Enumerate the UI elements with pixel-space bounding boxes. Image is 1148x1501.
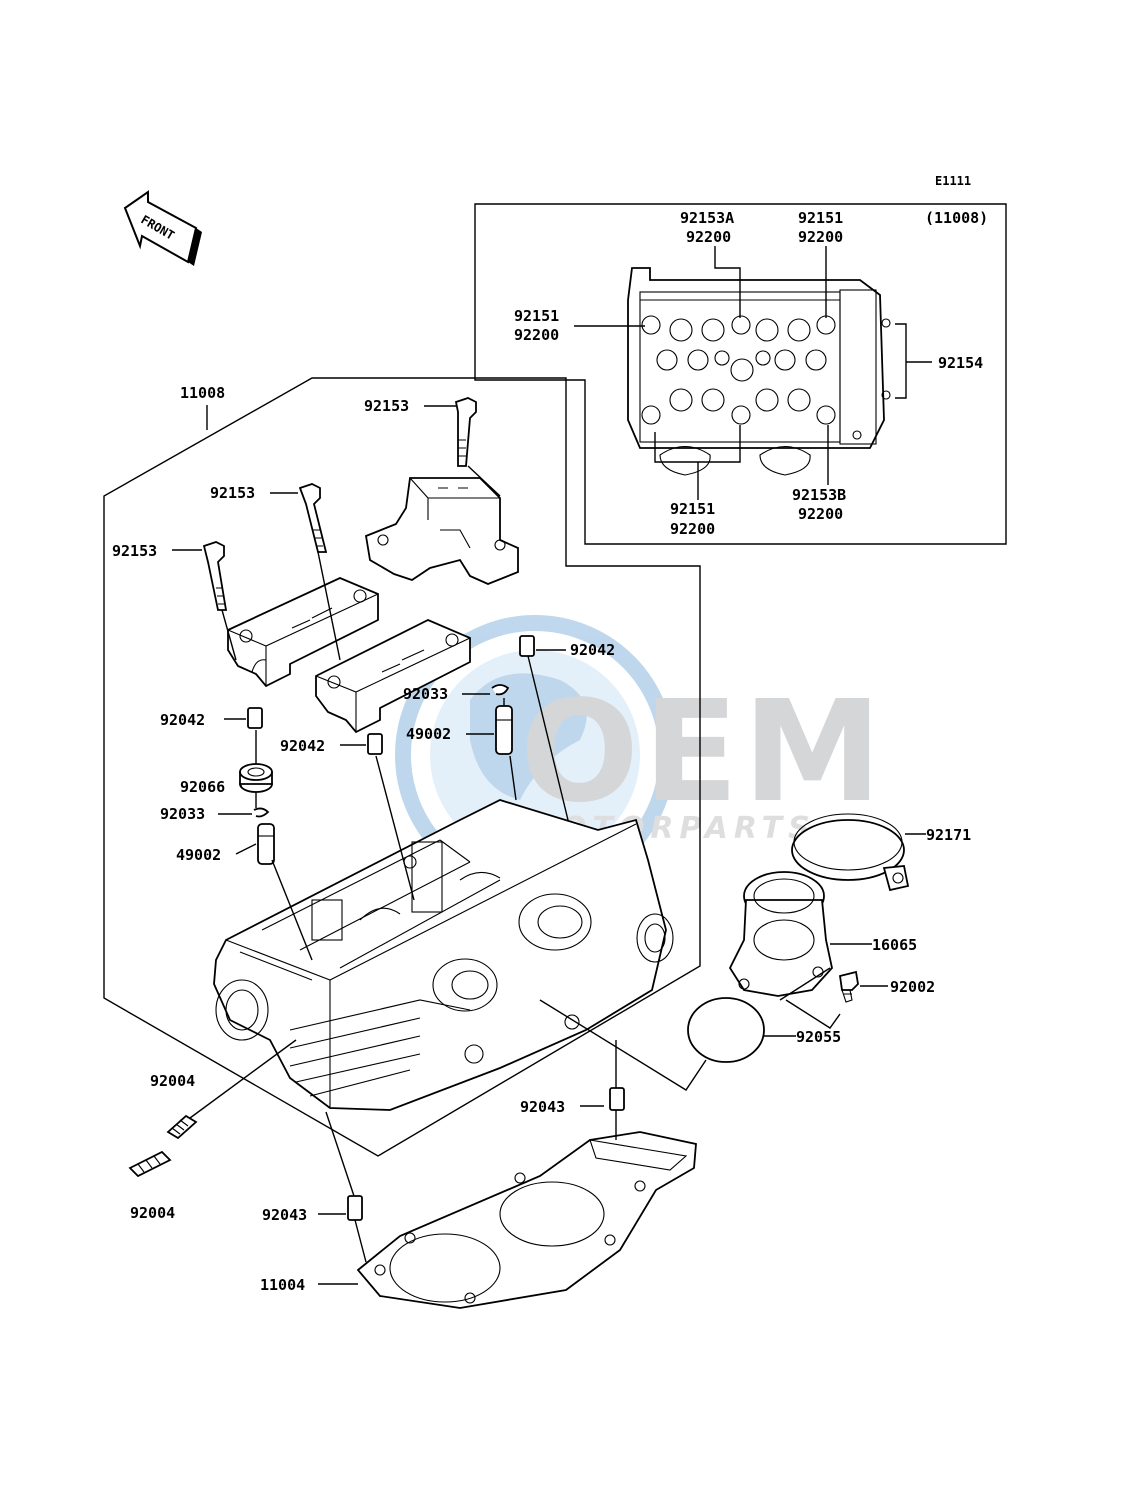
inset-title: (11008): [925, 209, 988, 227]
screw-92002: [838, 970, 859, 1003]
clip-92033-left: [253, 807, 270, 818]
dowel-92042-mid: [367, 733, 383, 755]
inset-label-92153b: 92153B: [792, 486, 846, 504]
inset-label-92200-e: 92200: [798, 505, 843, 523]
inset-label-92151-b: 92151: [514, 307, 559, 325]
chain-guide-49002-right: [495, 705, 513, 755]
inset-leaders: [574, 246, 932, 500]
label-92055: 92055: [796, 1028, 841, 1046]
bolt-92153-left: [202, 541, 228, 611]
plug-92066: [239, 763, 273, 793]
label-92033-right: 92033: [403, 685, 448, 703]
camshaft-cap-left: [227, 577, 379, 688]
cylinder-head-gasket: [356, 1131, 697, 1309]
inset-label-92200-a: 92200: [686, 228, 731, 246]
watermark-brand: OEM: [520, 671, 886, 834]
cylinder-head: [213, 799, 674, 1111]
bolt-92153-top: [454, 397, 477, 467]
leader-lines: [172, 405, 926, 1285]
label-92153-left: 92153: [112, 542, 157, 560]
watermark: OEM MOTORPARTS: [395, 615, 886, 895]
oring-92055: [687, 997, 765, 1063]
label-92002: 92002: [890, 978, 935, 996]
stud-92004-upper: [166, 1039, 297, 1140]
pin-92043-left: [347, 1195, 363, 1221]
label-92042-mid: 92042: [280, 737, 325, 755]
clamp-92171: [791, 813, 910, 892]
front-direction-icon: FRONT: [123, 190, 202, 266]
label-92066: 92066: [180, 778, 225, 796]
clip-92033-right: [491, 684, 510, 696]
camshaft-holder-upper: [364, 477, 519, 585]
label-92042-right: 92042: [570, 641, 615, 659]
part-labels: 92153 92153 92153 92042 92033 49002 9204…: [112, 397, 971, 1294]
label-49002-left: 49002: [176, 846, 221, 864]
label-49002-right: 49002: [406, 725, 451, 743]
label-92004-upper: 92004: [150, 1072, 195, 1090]
label-92043-left: 92043: [262, 1206, 307, 1224]
inset-label-92200-b: 92200: [798, 228, 843, 246]
inset-label-92151-c: 92151: [670, 500, 715, 518]
label-11004: 11004: [260, 1276, 305, 1294]
pin-92043-right: [609, 1087, 625, 1111]
stud-92004-lower: [128, 1150, 172, 1178]
label-16065: 16065: [872, 936, 917, 954]
dowel-92042-left: [247, 707, 263, 729]
inset-panel: (11008) 92153A 92200 92151 92200 92151 9…: [474, 203, 1007, 545]
label-92153-top: 92153: [364, 397, 409, 415]
throttle-body-holder-16065: [728, 871, 833, 997]
label-92043-right: 92043: [520, 1098, 565, 1116]
inset-label-92200-c: 92200: [514, 326, 559, 344]
diagram-code: E1111: [935, 174, 971, 188]
label-92004-lower: 92004: [130, 1204, 175, 1222]
inset-label-92200-d: 92200: [670, 520, 715, 538]
label-92033-left: 92033: [160, 805, 205, 823]
label-92171: 92171: [926, 826, 971, 844]
camshaft-cap-center: [315, 619, 471, 734]
dowel-92042-right: [519, 635, 535, 657]
label-11008: 11008: [180, 384, 225, 402]
bolt-92153-mid: [298, 483, 328, 553]
inset-label-92151-a: 92151: [798, 209, 843, 227]
chain-guide-49002-left: [257, 823, 275, 865]
head-assembly-frame: 11008: [103, 377, 701, 1157]
label-92153-mid: 92153: [210, 484, 255, 502]
inset-cylinder-head-top-view: [627, 267, 891, 476]
inset-label-92154: 92154: [938, 354, 983, 372]
label-92042-left: 92042: [160, 711, 205, 729]
inset-label-92153a: 92153A: [680, 209, 734, 227]
